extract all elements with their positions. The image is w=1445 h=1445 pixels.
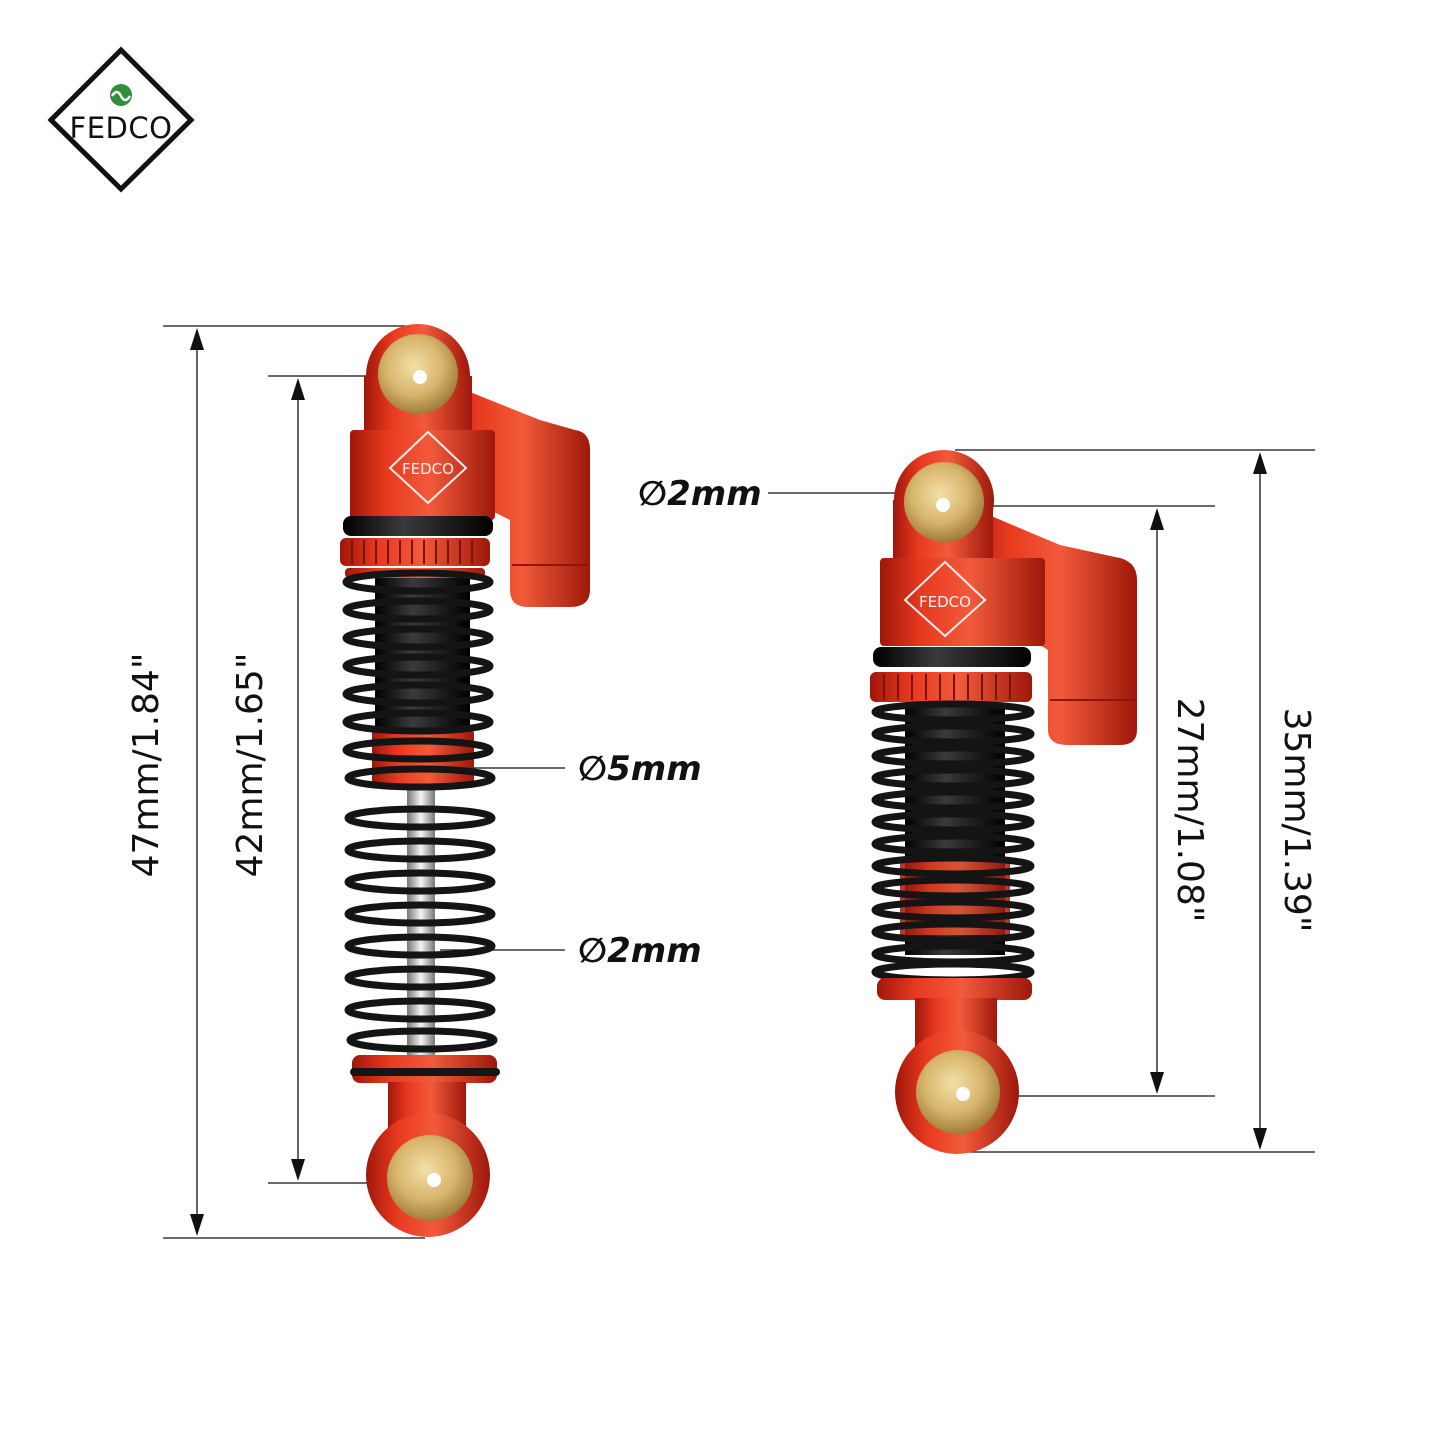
eye-to-eye-label-short: 27mm/1.08" bbox=[1169, 698, 1210, 923]
short-shock: FEDCO bbox=[870, 450, 1137, 1154]
coil-spring bbox=[342, 569, 498, 1053]
shock-cap bbox=[350, 430, 495, 520]
body-diameter-label: ∅5mm bbox=[578, 749, 702, 789]
shock-badge: FEDCO bbox=[919, 593, 971, 611]
spring-retainer bbox=[877, 978, 1032, 1000]
preload-collar bbox=[340, 538, 490, 566]
overall-length-label-short: 35mm/1.39" bbox=[1276, 708, 1317, 933]
logo-wordmark: FEDCO bbox=[70, 111, 173, 145]
shaft-diameter-label: ∅2mm bbox=[578, 931, 702, 971]
long-shock: FEDCO bbox=[340, 324, 590, 1237]
logo-diamond bbox=[47, 46, 195, 193]
eye-to-eye-label-long: 42mm/1.65" bbox=[230, 653, 271, 878]
overall-length-label-long: 47mm/1.84" bbox=[126, 653, 167, 878]
coil-spring bbox=[871, 700, 1035, 984]
fedco-logo: FEDCO bbox=[47, 46, 195, 193]
mount-hole-label: ∅2mm bbox=[638, 474, 762, 514]
shock-cap bbox=[880, 558, 1045, 646]
shock-badge: FEDCO bbox=[402, 460, 454, 478]
long-shock-dimensions bbox=[163, 325, 565, 1239]
preload-collar bbox=[870, 672, 1032, 702]
